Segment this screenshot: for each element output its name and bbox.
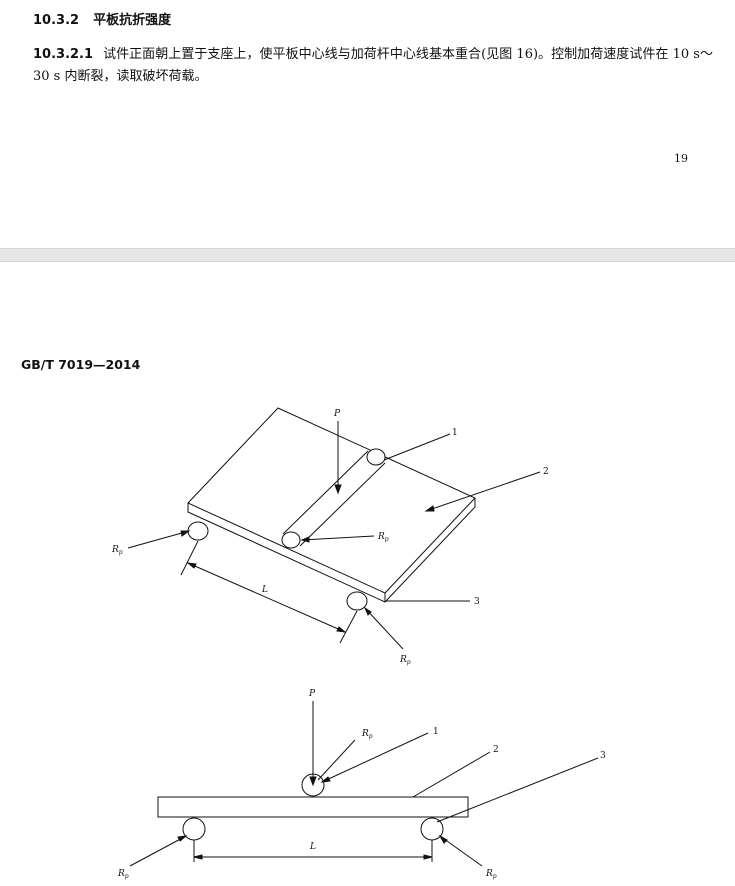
iso-span-arrowhead-right (336, 626, 347, 633)
iso-leader-rp-mid (301, 535, 375, 541)
iso-leader-rp-bottom-arrowhead (363, 606, 372, 616)
front-plate (157, 796, 469, 818)
front-label-p: P (308, 689, 316, 699)
front-label-rp-top: Rp (361, 729, 373, 740)
front-leader-2 (412, 751, 491, 798)
front-leader-rp-left-arrowhead (177, 835, 188, 842)
iso-support-right (346, 591, 368, 611)
front-load-arrowhead (309, 776, 317, 787)
front-leader-rp-right-arrowhead (438, 834, 448, 844)
iso-leader-2 (425, 471, 541, 512)
front-label-l: L (309, 842, 316, 852)
section-number: 10.3.2 (33, 13, 80, 28)
iso-leader-rp-bottom (364, 607, 404, 650)
iso-leader-rp-left-arrowhead (180, 530, 191, 537)
iso-label-l: L (261, 585, 268, 595)
iso-leader-rp-mid-arrowhead (300, 536, 310, 543)
front-leader-1 (321, 732, 429, 783)
iso-span-ext-left (180, 540, 199, 576)
front-leader-rp-right (439, 835, 483, 867)
iso-span-ext-right (339, 610, 358, 644)
front-leader-rp-left (129, 835, 187, 867)
front-support-left (182, 817, 206, 841)
iso-span-dim-line (187, 562, 346, 633)
front-view (129, 701, 599, 867)
front-label-2: 2 (493, 745, 499, 755)
front-label-rp-right: Rp (485, 869, 497, 880)
iso-leader-rp-left (127, 530, 190, 549)
section-heading: 10.3.2 平板抗折强度 (33, 9, 171, 28)
iso-label-2: 2 (543, 467, 549, 477)
front-leader-3 (436, 757, 599, 823)
iso-label-rp-mid: Rp (377, 532, 389, 543)
iso-label-p: P (333, 409, 341, 419)
iso-loading-rod-near-end (281, 531, 301, 549)
standard-code: GB/T 7019—2014 (21, 357, 141, 372)
iso-leader-1 (383, 433, 451, 461)
clause-number: 10.3.2.1 (33, 47, 94, 62)
page-sheet-top (0, 0, 735, 248)
front-label-1: 1 (433, 727, 439, 737)
iso-plate-side (384, 498, 476, 603)
front-span-arrowhead-left (193, 854, 203, 860)
iso-load-arrowhead (334, 484, 342, 495)
iso-support-left (187, 521, 209, 541)
iso-loading-rod (282, 450, 386, 547)
front-label-rp-left: Rp (117, 869, 129, 880)
page-sheet-bottom (0, 262, 735, 886)
page-number: 19 (674, 152, 688, 165)
page-gap (0, 248, 735, 262)
iso-view (127, 407, 541, 650)
front-span-arrowhead-right (423, 854, 433, 860)
iso-label-3: 3 (474, 597, 480, 607)
front-leader-1-arrowhead (320, 776, 331, 783)
iso-label-1: 1 (452, 428, 458, 438)
figure-labels: P 1 2 3 L Rp Rp Rp P Rp 1 2 3 L Rp Rp (111, 409, 606, 880)
section-title: 平板抗折强度 (93, 13, 172, 28)
iso-plate-front (187, 503, 386, 603)
front-label-3: 3 (600, 751, 606, 761)
iso-span-arrowhead-left (186, 562, 197, 569)
iso-leader-2-arrowhead (424, 505, 435, 512)
iso-label-rp-bottom: Rp (399, 655, 411, 666)
iso-plate-top (187, 407, 476, 594)
iso-loading-rod-far-end (366, 448, 386, 466)
clause-text: 试件正面朝上置于支座上，使平板中心线与加荷杆中心线基本重合(见图 16)。控制加… (33, 47, 713, 84)
iso-label-rp-left: Rp (111, 545, 123, 556)
front-leader-rp-top (317, 739, 356, 781)
